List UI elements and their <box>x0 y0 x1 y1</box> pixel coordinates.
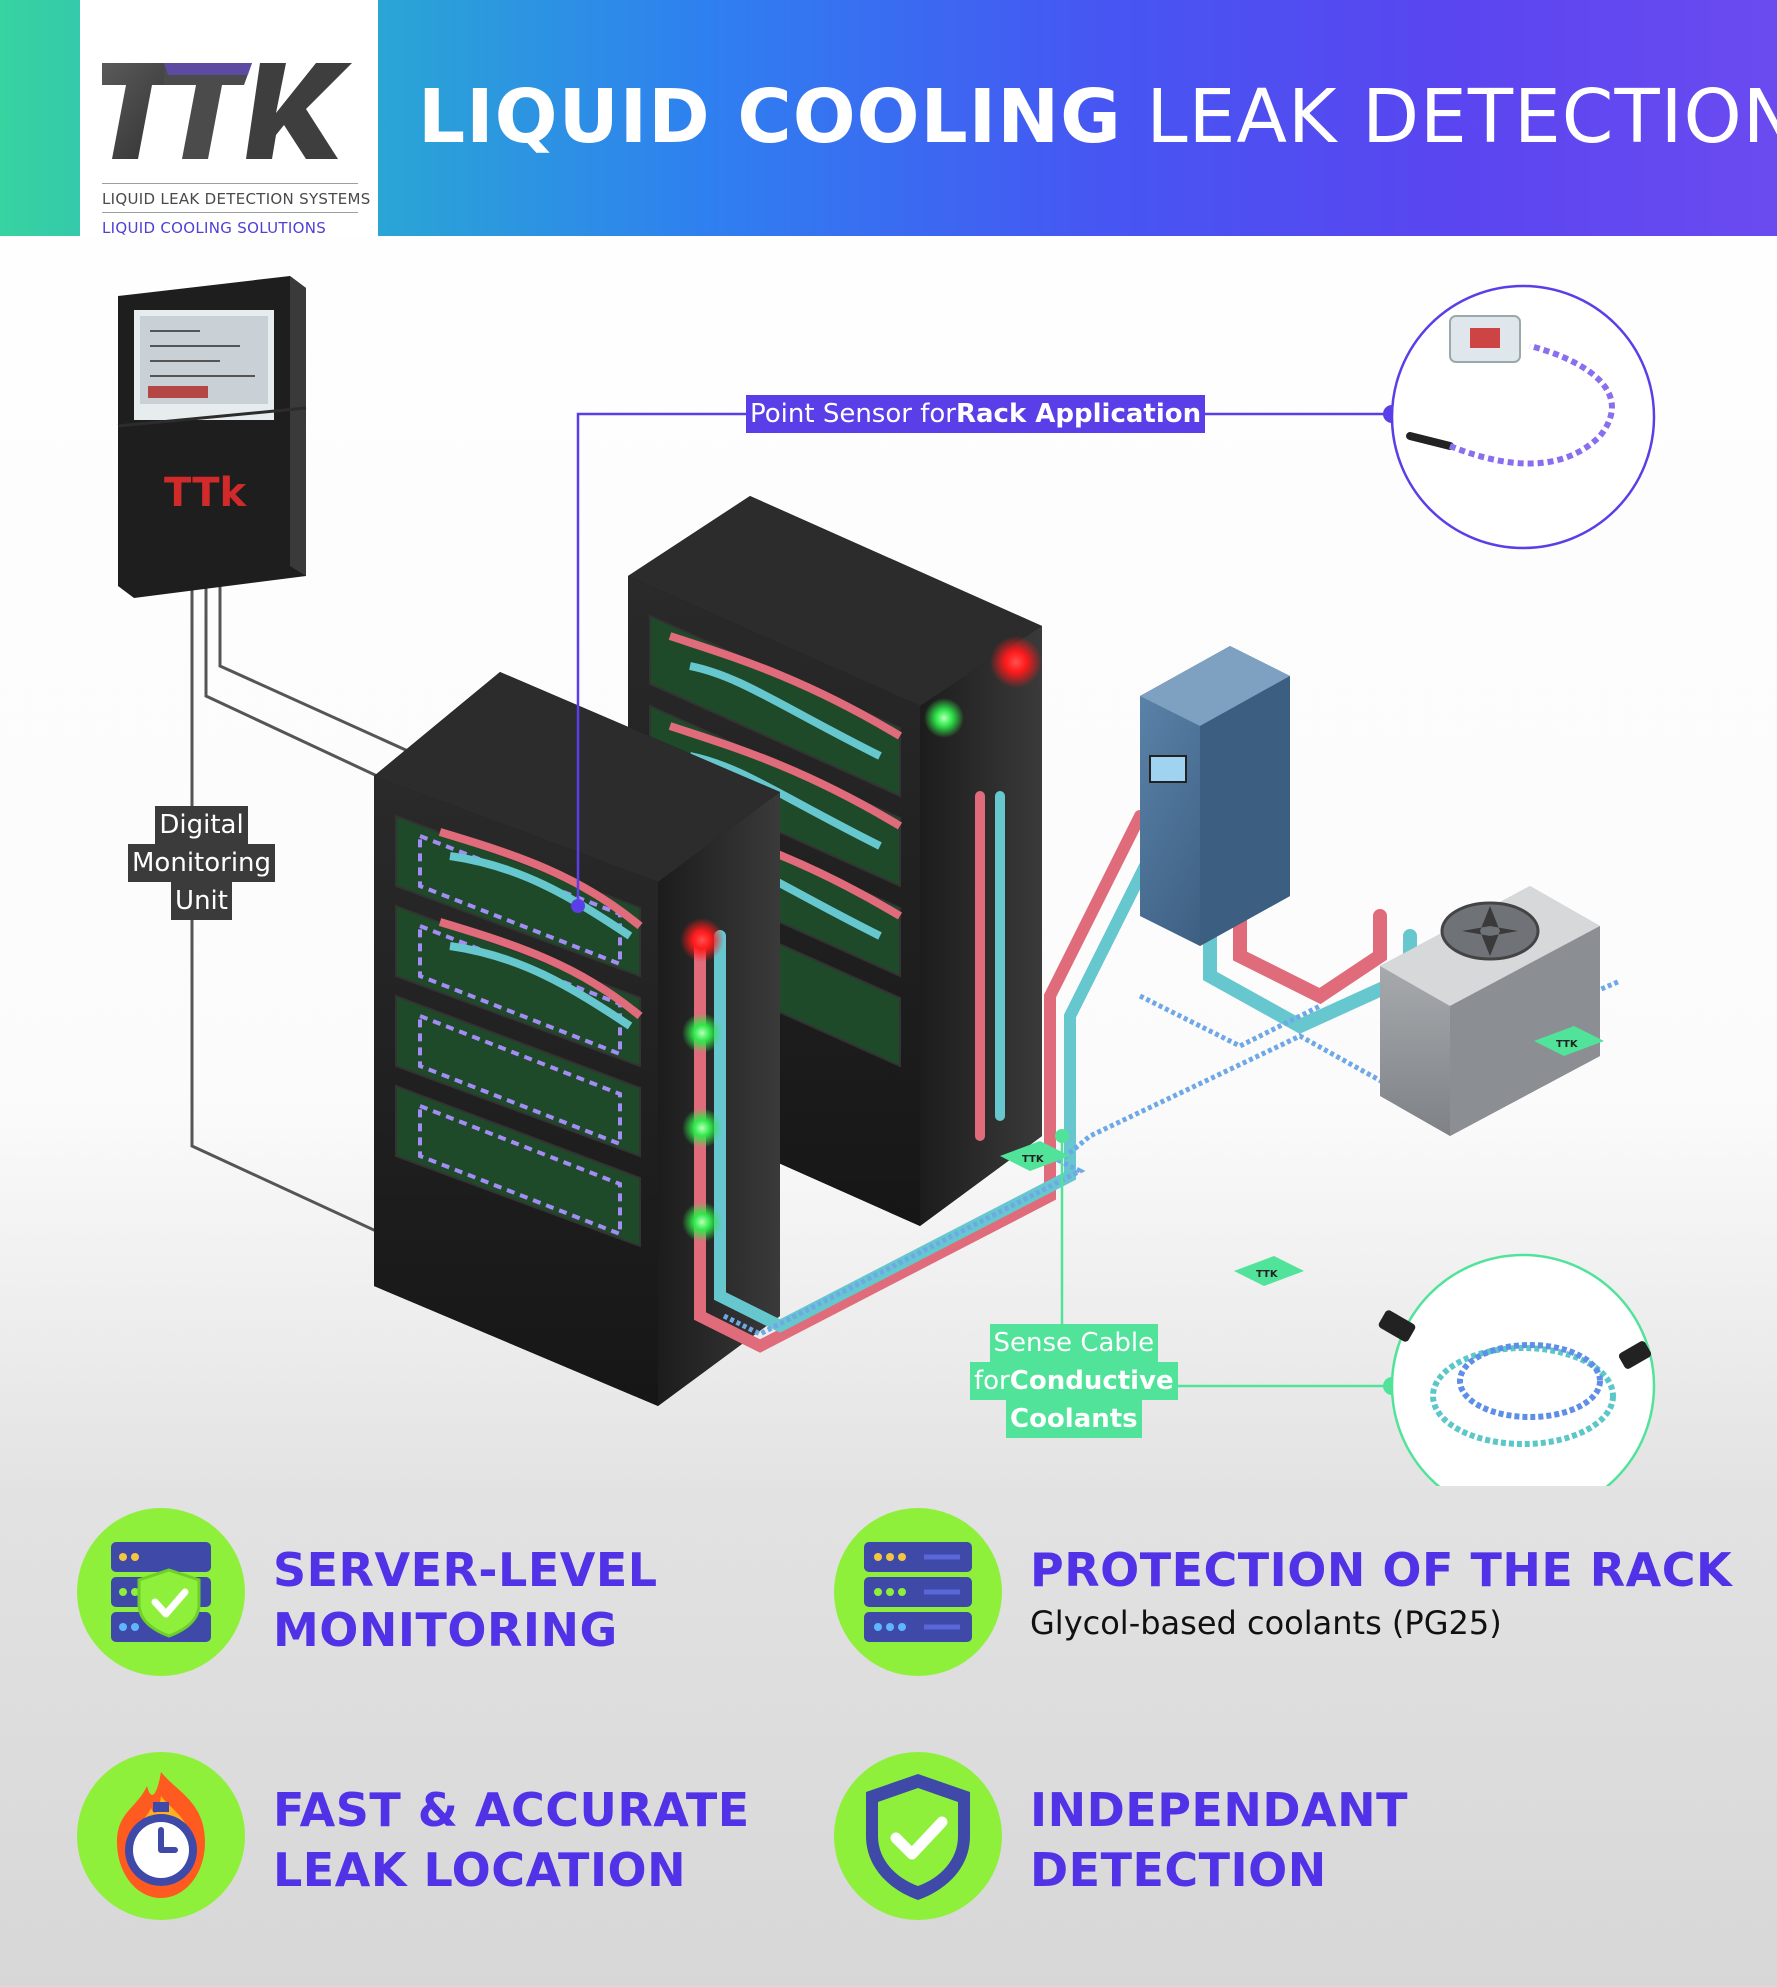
feature-title: PROTECTION OF THE RACK <box>1030 1543 1733 1597</box>
sense-cable-line-2-bold: Conductive <box>1009 1366 1174 1396</box>
led-red-front <box>680 918 724 962</box>
logo-tagline-1: LIQUID LEAK DETECTION SYSTEMS <box>102 183 370 208</box>
server-stack-icon <box>834 1508 1002 1676</box>
feature-title-line-1: FAST & ACCURATE <box>273 1783 750 1837</box>
feature-independant: INDEPENDANT DETECTION <box>834 1752 1534 1920</box>
feature-title-line-2: DETECTION <box>1030 1843 1327 1897</box>
monitoring-cabinet <box>117 276 307 598</box>
status-leds <box>680 636 1042 1242</box>
title-bold: LIQUID COOLING <box>418 74 1122 160</box>
logo: LIQUID LEAK DETECTION SYSTEMS LIQUID COO… <box>80 0 378 237</box>
feature-fast-accurate: FAST & ACCURATE LEAK LOCATION <box>77 1752 777 1920</box>
ttk-logo-icon <box>102 63 352 159</box>
sense-tag-3: TTK <box>1534 1026 1604 1056</box>
sense-cable-line-1: Sense Cable <box>989 1324 1159 1362</box>
chiller-unit <box>1380 886 1600 1136</box>
led-green-4 <box>682 1202 722 1242</box>
feature-title-line-2: MONITORING <box>273 1603 618 1657</box>
monitoring-unit-line-1: Digital <box>155 806 248 844</box>
feature-title-line-2: LEAK LOCATION <box>273 1843 687 1897</box>
monitoring-unit-line-3: Unit <box>171 882 232 920</box>
shield-check-icon <box>834 1752 1002 1920</box>
sense-tag-2: TTK <box>1234 1256 1304 1286</box>
stopwatch-fire-icon <box>77 1752 245 1920</box>
sense-cable-line-2: for <box>974 1362 1010 1400</box>
feature-subtitle: Glycol-based coolants (PG25) <box>1030 1604 1502 1642</box>
feature-server-level: SERVER-LEVEL MONITORING <box>77 1508 677 1676</box>
monitoring-unit-line-2: Monitoring <box>128 844 276 882</box>
sense-tag-label-1: TTK <box>1022 1154 1045 1165</box>
led-green-3 <box>682 1108 722 1148</box>
led-red-back <box>990 636 1042 688</box>
point-sensor-label: Point Sensor for <box>750 395 956 433</box>
page-title: LIQUID COOLING LEAK DETECTION <box>418 74 1777 174</box>
feature-protection-rack: PROTECTION OF THE RACK Glycol-based cool… <box>834 1508 1734 1676</box>
led-green-2 <box>682 1013 722 1053</box>
sense-cable-line-3: Coolants <box>1009 1404 1138 1434</box>
sense-cable-detail <box>1378 1253 1656 1486</box>
point-sensor-label-bold: Rack Application <box>955 399 1202 429</box>
led-green-1 <box>924 698 964 738</box>
datacenter-illustration: TTk <box>117 276 1656 1486</box>
sense-tag-label-2: TTK <box>1256 1269 1279 1280</box>
sense-tag-label-3: TTK <box>1556 1039 1579 1050</box>
sense-tag-1: TTK <box>1000 1141 1070 1171</box>
server-shield-icon <box>77 1508 245 1676</box>
cdu-unit <box>1140 646 1290 946</box>
sense-cable-callout: Sense Cable for Conductive Coolants <box>970 1324 1178 1438</box>
point-sensor-detail <box>1390 284 1656 550</box>
feature-title-line-1: INDEPENDANT <box>1030 1783 1409 1837</box>
header-banner: LIQUID LEAK DETECTION SYSTEMS LIQUID COO… <box>0 0 1777 237</box>
point-sensor-callout: Point Sensor for Rack Application <box>746 395 1206 433</box>
title-light: LEAK DETECTION <box>1146 74 1777 160</box>
feature-title-line-1: SERVER-LEVEL <box>273 1543 658 1597</box>
monitoring-unit-callout: Digital Monitoring Unit <box>128 806 276 920</box>
cabinet-logo: TTk <box>164 470 247 516</box>
logo-tagline-2: LIQUID COOLING SOLUTIONS <box>102 212 358 237</box>
